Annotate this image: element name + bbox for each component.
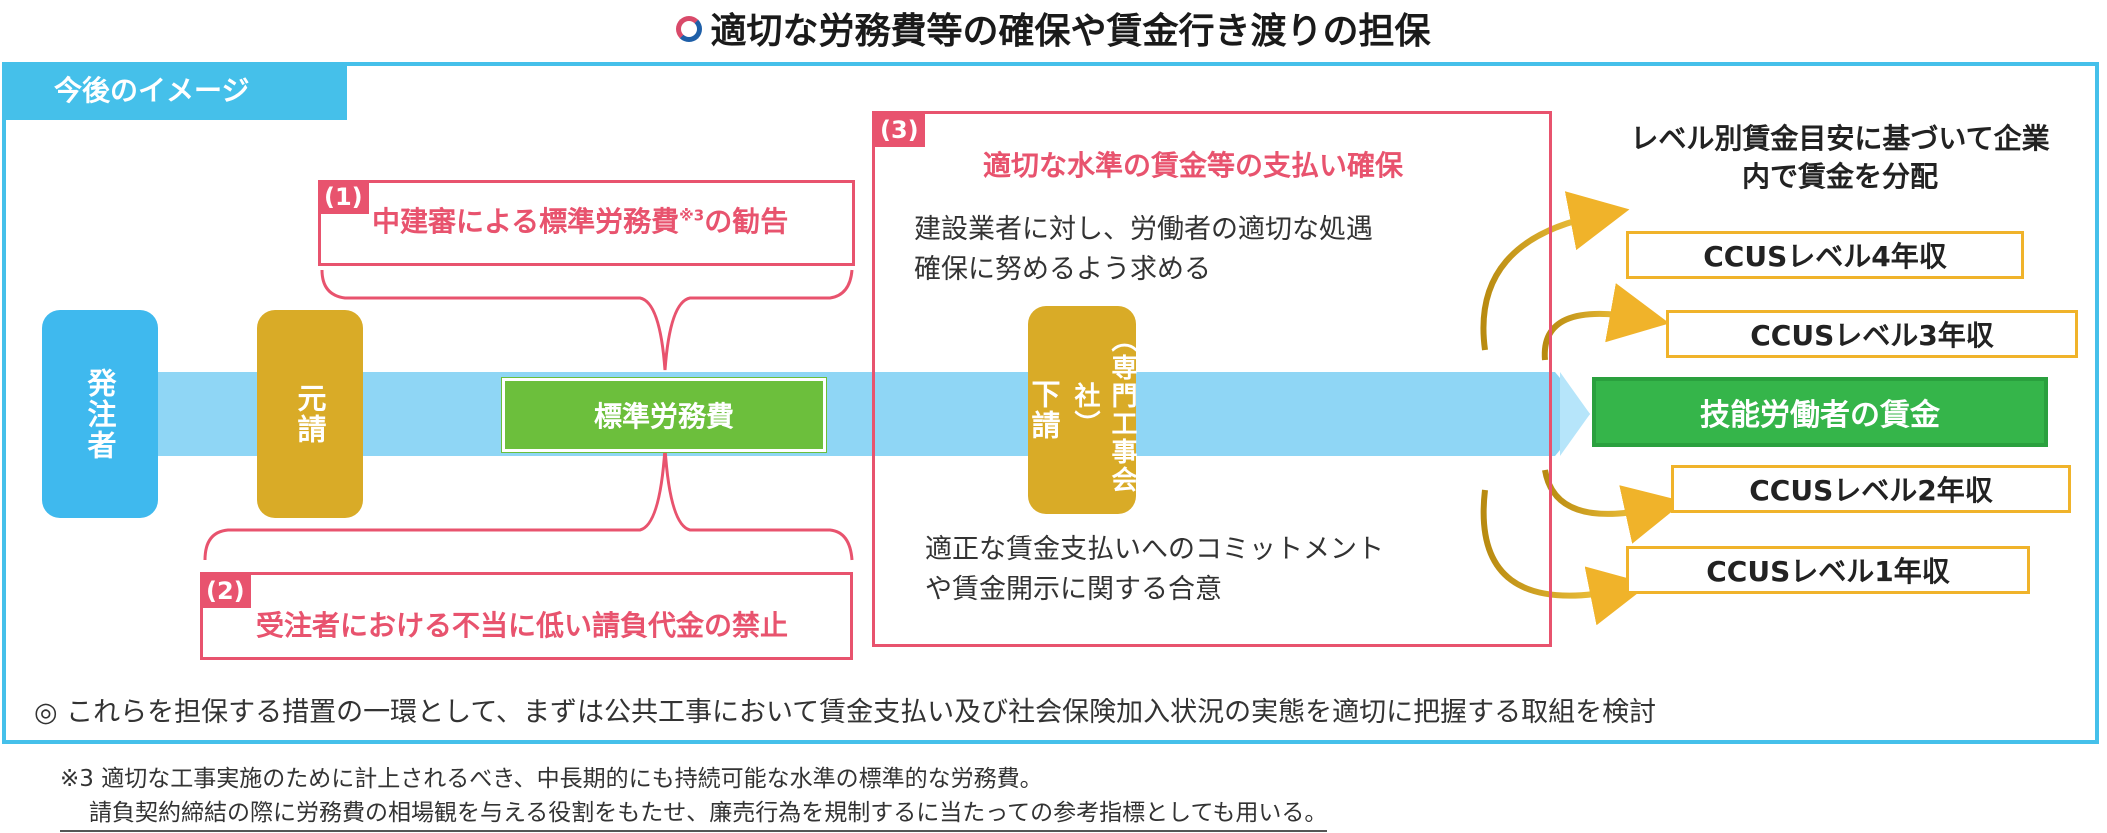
upper-bracket-line <box>320 269 854 371</box>
level-2-box: CCUSレベル2年収 <box>1671 465 2071 513</box>
measure-2-number: (2) <box>200 574 251 608</box>
measure-3-box <box>872 111 1552 647</box>
subcontractor-node: （専門工事会社） 下請 <box>1027 306 1137 514</box>
subcontractor-main-label: 下請 <box>1027 379 1061 441</box>
prime-contractor-label: 元請 <box>293 383 327 445</box>
measure-3-number: (3) <box>874 113 925 147</box>
footnote-line-1: ※3 適切な工事実施のために計上されるべき、中長期的にも持続可能な水準の標準的な… <box>60 766 1043 792</box>
flow-arrow <box>120 372 1590 456</box>
measure-3-lower-text: 適正な賃金支払いへのコミットメント や賃金開示に関する合意 <box>925 530 1384 610</box>
measure-3-heading: 適切な水準の賃金等の支払い確保 <box>983 149 1404 182</box>
orderer-node: 発注者 <box>42 310 158 518</box>
measure-1-text-tail: の勧告 <box>704 205 789 238</box>
standard-cost-box: 標準労務費 <box>502 378 826 452</box>
orderer-label: 発注者 <box>83 367 117 461</box>
subcontractor-sub-label: （専門工事会社） <box>1070 326 1137 494</box>
levels-heading-line-2: 内で賃金を分配 <box>1741 160 1938 193</box>
circle-bullet-icon <box>676 16 703 42</box>
prime-contractor-node: 元請 <box>257 310 363 518</box>
measure-2-text: 受注者における不当に低い請負代金の禁止 <box>256 609 789 642</box>
page-title: 適切な労務費等の確保や賃金行き渡りの担保 <box>0 2 2107 54</box>
footnote-ref: ※3 <box>679 206 705 225</box>
curve-arrow-to-level3 <box>1541 283 1670 361</box>
measure-3-line-4: や賃金開示に関する合意 <box>925 574 1222 605</box>
frame-tab-label: 今後のイメージ <box>2 62 347 120</box>
levels-heading-line-1: レベル別賃金目安に基づいて企業 <box>1630 122 2050 155</box>
level-3-box: CCUSレベル3年収 <box>1666 310 2078 358</box>
level-4-box: CCUSレベル4年収 <box>1626 231 2024 279</box>
measure-1-text-main: 中建審による標準労務費 <box>372 205 680 238</box>
measure-1-number: (1) <box>318 180 369 214</box>
standard-cost-label: 標準労務費 <box>593 400 734 433</box>
flow-arrow-head-highlight <box>1560 372 1590 456</box>
measure-3-upper-text: 建設業者に対し、労働者の適切な処遇 確保に努めるよう求める <box>914 210 1373 290</box>
main-frame <box>2 62 2099 744</box>
curve-arrow-to-level1 <box>1480 489 1650 626</box>
curve-arrow-to-level4 <box>1480 191 1630 351</box>
measure-3-line-3: 適正な賃金支払いへのコミットメント <box>925 534 1384 565</box>
curve-arrow-to-level2 <box>1542 469 1685 544</box>
measure-1-box <box>318 180 855 266</box>
measure-2-box <box>200 572 853 660</box>
levels-heading: レベル別賃金目安に基づいて企業 内で賃金を分配 <box>1600 120 2080 196</box>
footnote: ※3 適切な工事実施のために計上されるべき、中長期的にも持続可能な水準の標準的な… <box>60 762 1328 832</box>
level-1-box: CCUSレベル1年収 <box>1626 546 2030 594</box>
worker-wage-box: 技能労働者の賃金 <box>1592 377 2048 447</box>
measure-3-line-2: 確保に努めるよう求める <box>914 254 1211 285</box>
measure-3-line-1: 建設業者に対し、労働者の適切な処遇 <box>914 214 1373 245</box>
bottom-note: ◎ これらを担保する措置の一環として、まずは公共工事において賃金支払い及び社会保… <box>34 697 1657 728</box>
worker-wage-label: 技能労働者の賃金 <box>1700 398 1940 433</box>
measure-1-text: 中建審による標準労務費※3の勧告 <box>372 200 788 240</box>
footnote-line-2: 請負契約締結の際に労務費の相場観を与える役割をもたせ、廉売行為を規制するに当たっ… <box>60 796 1328 832</box>
title-text: 適切な労務費等の確保や賃金行き渡りの担保 <box>710 11 1431 52</box>
